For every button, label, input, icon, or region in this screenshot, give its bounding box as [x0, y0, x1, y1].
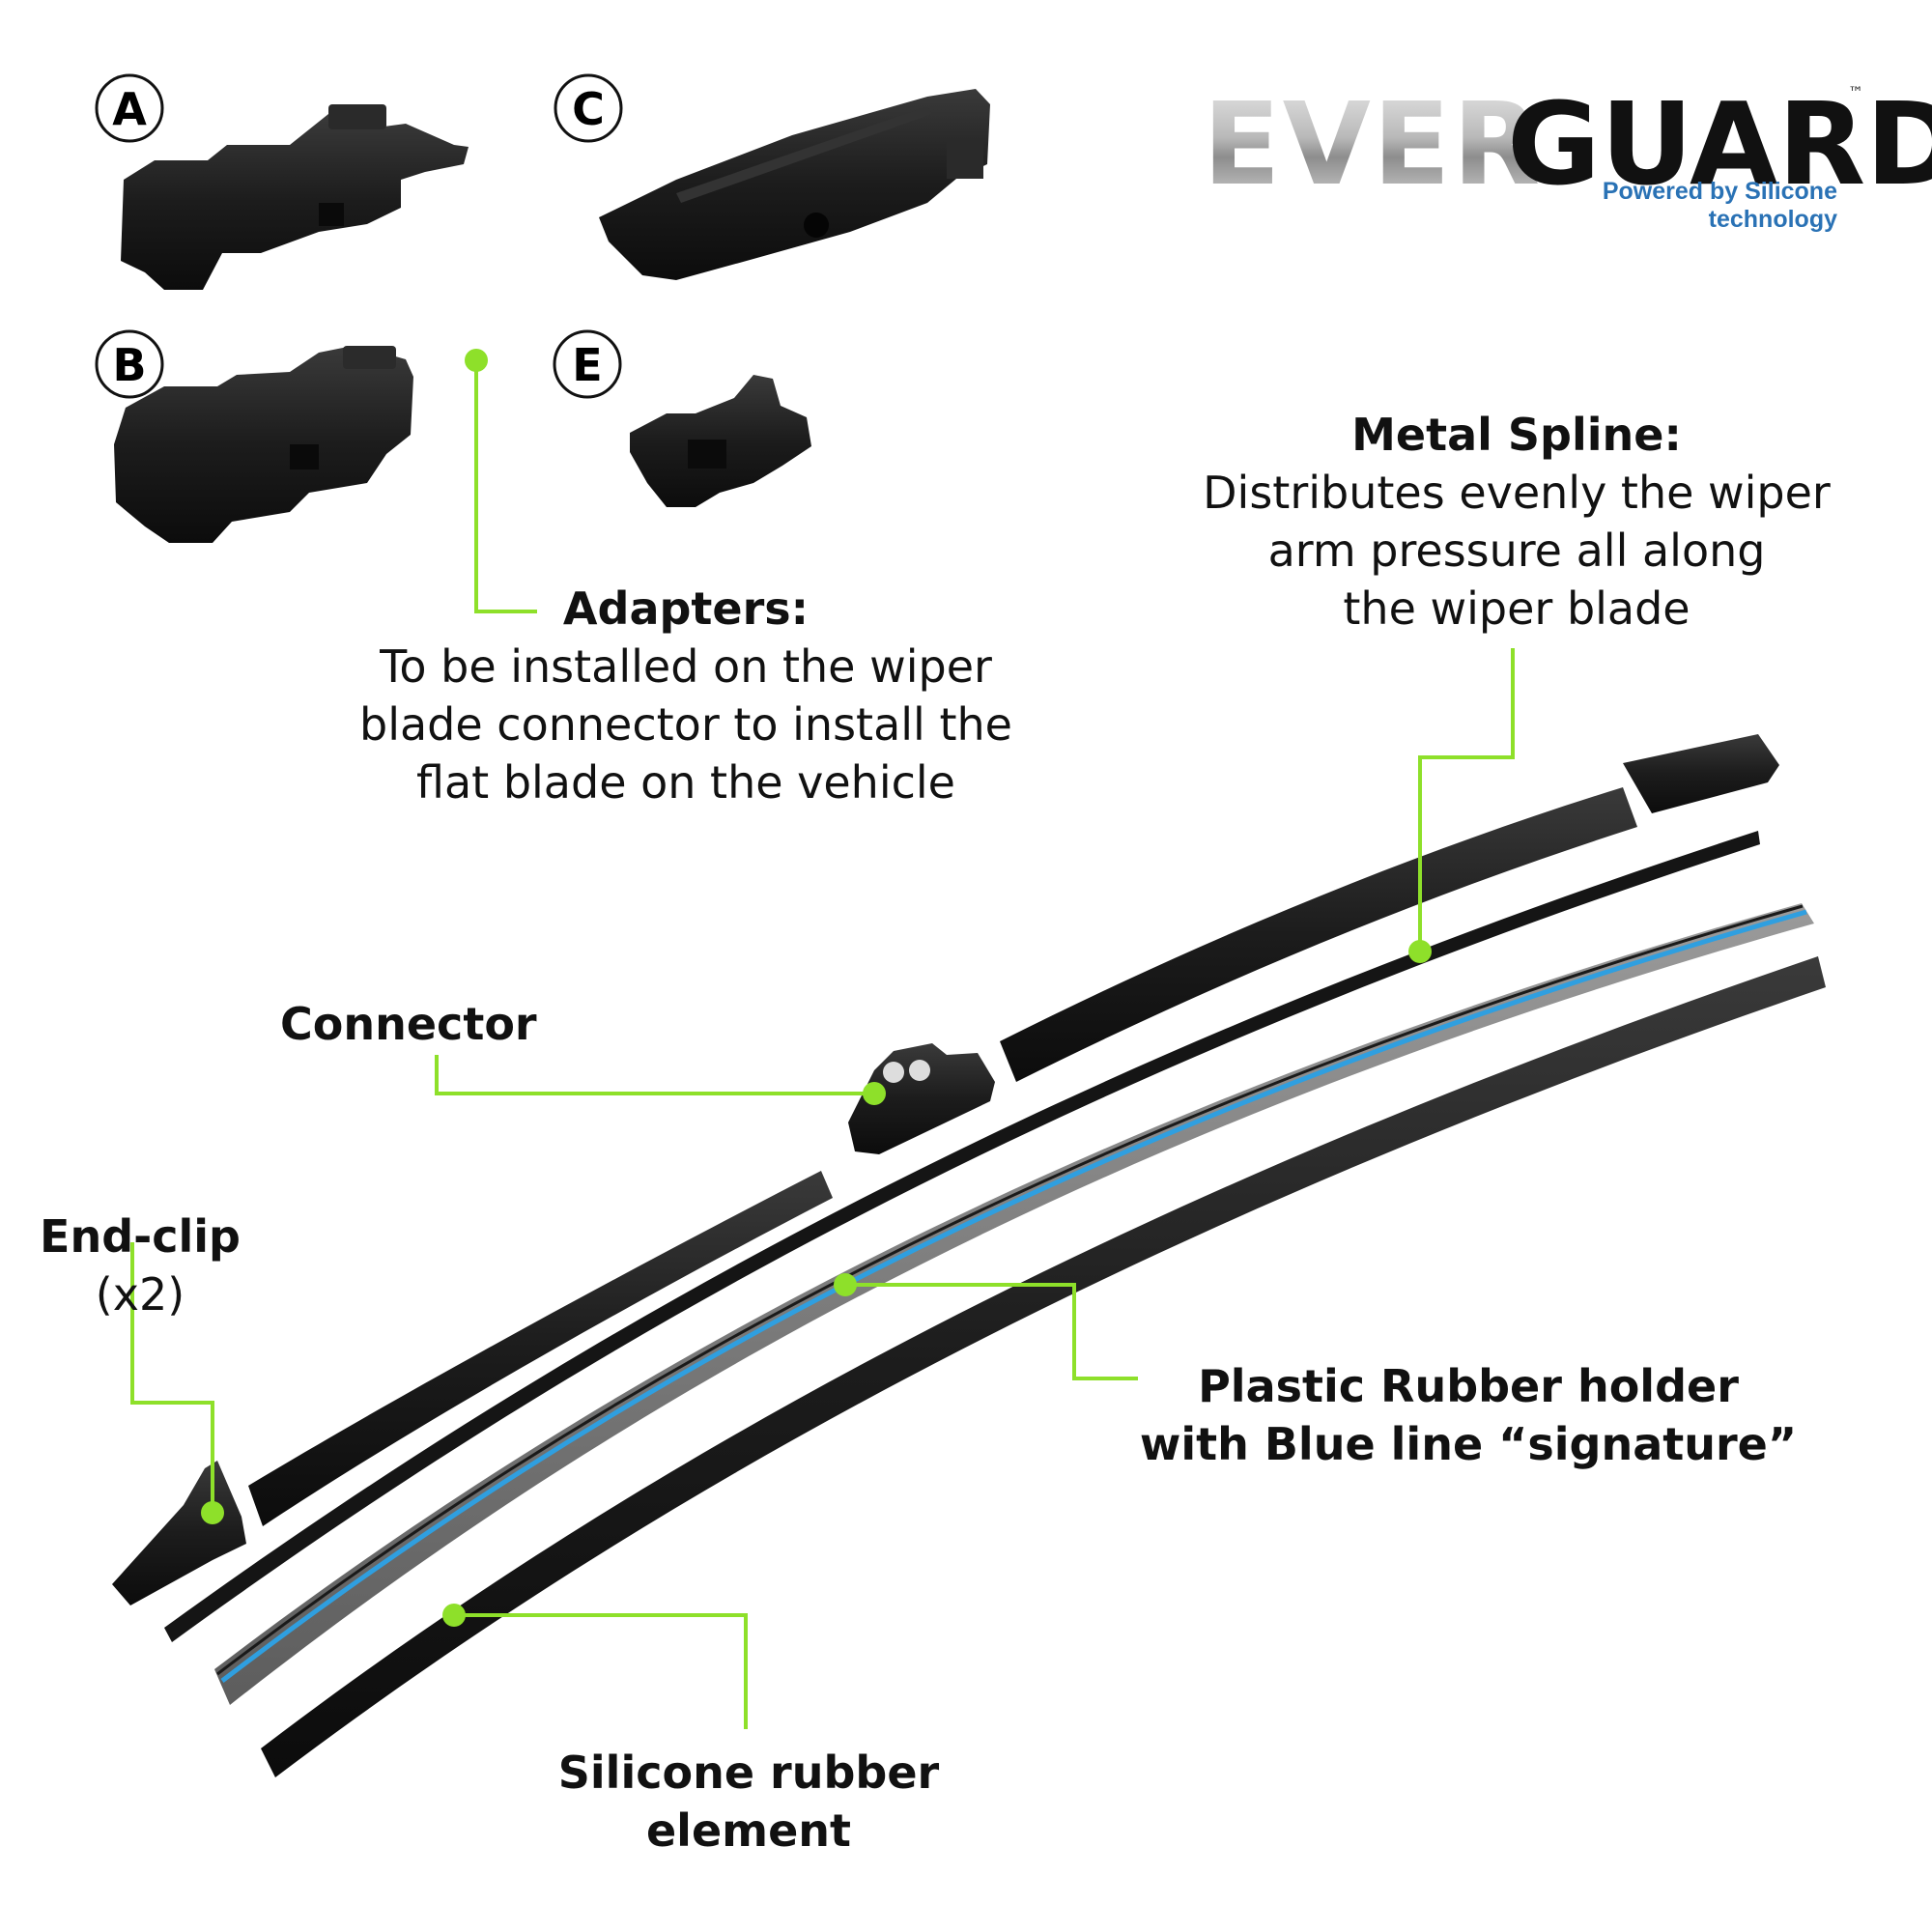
- metal-spline-body-3: the wiper blade: [1343, 582, 1690, 635]
- badge-a: A: [95, 73, 164, 143]
- end-clip-count: (x2): [95, 1268, 185, 1321]
- badge-e: E: [553, 329, 622, 399]
- adapters-body-3: flat blade on the vehicle: [416, 756, 955, 809]
- adapters-body-2: blade connector to install the: [359, 698, 1012, 751]
- silicone-element: [261, 956, 1826, 1777]
- label-silicone: Silicone rubber element: [502, 1744, 995, 1860]
- adapters-title: Adapters:: [562, 582, 810, 635]
- metal-spline-callout-line: [1418, 648, 1515, 952]
- metal-spline-body-1: Distributes evenly the wiper: [1203, 467, 1831, 519]
- rubber-holder-title-2: with Blue line “signature”: [1139, 1418, 1798, 1470]
- badge-c: C: [554, 73, 623, 143]
- adapters-callout-line: [474, 360, 537, 613]
- logo-ever: EVER: [1203, 77, 1543, 211]
- logo-tagline: Powered by Silicone technology: [1602, 178, 1837, 233]
- svg-text:E: E: [572, 339, 602, 391]
- callout-lines: [130, 360, 1515, 1729]
- label-metal-spline: Metal Spline: Distributes evenly the wip…: [1140, 406, 1893, 638]
- metal-spline-title: Metal Spline:: [1351, 409, 1682, 461]
- svg-text:C: C: [572, 83, 605, 135]
- rubber-holder: [214, 903, 1814, 1705]
- label-end-clip: End-clip (x2): [19, 1208, 261, 1323]
- silicone-title-2: element: [645, 1804, 852, 1857]
- connector: [848, 1043, 995, 1154]
- logo-guard: GUARD: [1507, 77, 1932, 211]
- end-clip-title: End-clip: [40, 1210, 241, 1263]
- adapters-body-1: To be installed on the wiper: [380, 640, 992, 693]
- label-connector: Connector: [280, 995, 609, 1053]
- metal-spline-body-2: arm pressure all along: [1267, 525, 1766, 577]
- blade-frame: [248, 734, 1779, 1526]
- everguard-logo: EVER GUARD ™ Powered by Silicone technol…: [1203, 77, 1932, 233]
- logo-trademark: ™: [1848, 83, 1863, 101]
- svg-text:A: A: [112, 83, 147, 135]
- connector-callout-line: [435, 1055, 874, 1095]
- adapter-e: [630, 375, 811, 507]
- label-rubber-holder: Plastic Rubber holder with Blue line “si…: [1101, 1357, 1835, 1473]
- end-clip-callout-line: [130, 1242, 214, 1513]
- adapter-a: [121, 104, 469, 290]
- connector-title: Connector: [280, 998, 537, 1050]
- adapter-c: [599, 89, 990, 280]
- rubber-holder-title-1: Plastic Rubber holder: [1198, 1360, 1739, 1412]
- callout-dots: [201, 349, 1432, 1627]
- badge-b: B: [95, 329, 164, 399]
- adapter-b: [114, 346, 413, 543]
- silicone-callout-line: [454, 1613, 748, 1729]
- rubber-holder-callout-line: [845, 1283, 1138, 1380]
- label-adapters: Adapters: To be installed on the wiper b…: [270, 580, 1101, 811]
- svg-text:B: B: [112, 339, 146, 391]
- silicone-title-1: Silicone rubber: [557, 1747, 940, 1799]
